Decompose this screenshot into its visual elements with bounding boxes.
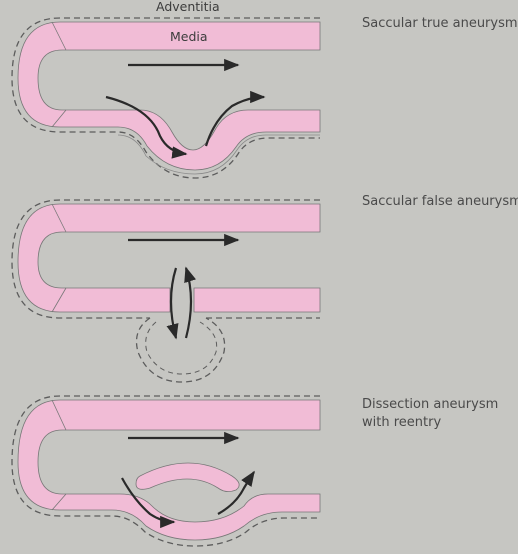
caption-dissection-line2: with reentry bbox=[362, 415, 442, 430]
media-divider-upper bbox=[51, 203, 67, 233]
media-divider-lower bbox=[51, 287, 67, 313]
dissection-flap bbox=[135, 462, 240, 492]
panel-false-aneurysm bbox=[11, 199, 321, 383]
adventitia-outline bbox=[11, 395, 320, 547]
flow-arrow-reentry bbox=[217, 470, 255, 515]
flow-arrow-entry bbox=[121, 477, 176, 529]
adventitia-outline bbox=[11, 199, 320, 319]
media-wall bbox=[17, 399, 321, 541]
panel-true-aneurysm bbox=[11, 17, 321, 179]
intima-line bbox=[117, 134, 320, 175]
media-label: Media bbox=[170, 29, 208, 44]
false-sac-inner bbox=[145, 321, 218, 375]
flow-arrow-out bbox=[204, 90, 266, 147]
false-sac-outer bbox=[135, 317, 226, 383]
media-wall bbox=[17, 21, 321, 171]
panel-dissection-aneurysm bbox=[11, 395, 321, 547]
media-wall-upper bbox=[17, 203, 321, 313]
media-divider-upper bbox=[51, 399, 67, 431]
flow-arrow-up bbox=[184, 266, 197, 339]
flow-arrow-down bbox=[166, 267, 179, 340]
caption-true-aneurysm: Saccular true aneurysm bbox=[362, 16, 518, 31]
media-divider-lower bbox=[51, 493, 67, 511]
media-divider-lower bbox=[51, 109, 67, 128]
caption-false-aneurysm: Saccular false aneurysm bbox=[362, 194, 518, 209]
flow-arrow-in bbox=[105, 95, 188, 159]
adventitia-outline bbox=[11, 17, 320, 179]
adventitia-label: Adventitia bbox=[156, 0, 220, 14]
media-divider-upper bbox=[51, 21, 67, 51]
media-wall-lower-right bbox=[193, 287, 321, 313]
caption-dissection-line1: Dissection aneurysm bbox=[362, 397, 499, 412]
